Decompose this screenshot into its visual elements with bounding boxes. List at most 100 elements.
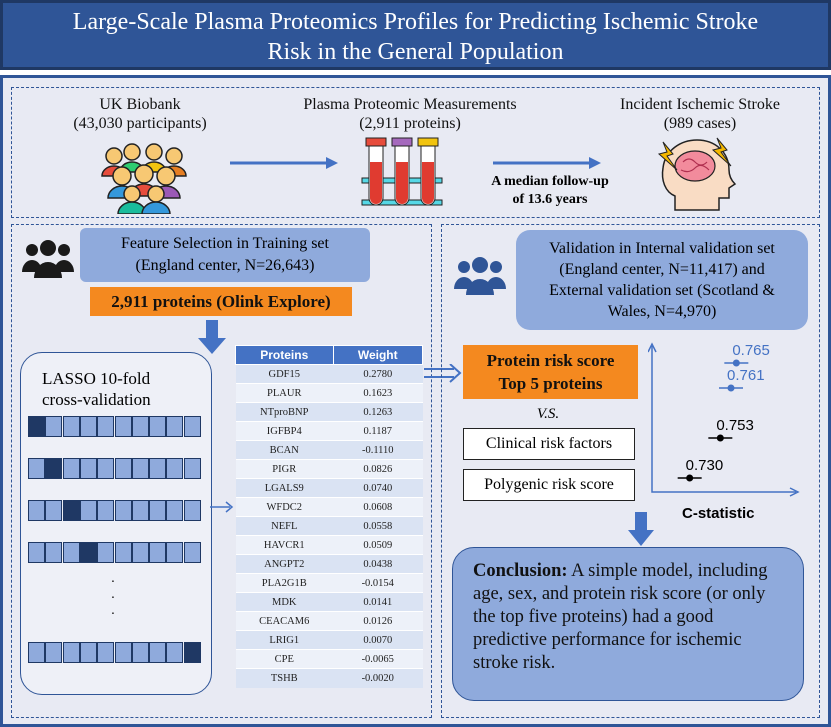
weight-cell: 0.1263 [333,402,423,422]
validation-line-1: Validation in Internal validation set [549,240,775,257]
c-statistic-value-label: 0.730 [686,457,724,474]
risk-score-title: Protein risk score [486,351,615,370]
weight-cell: 0.0826 [333,459,423,479]
protein-name-cell: LGALS9 [235,478,333,498]
training-fold-cell [131,642,149,663]
training-fold-cell [79,458,97,479]
weight-cell: 0.1623 [333,383,423,403]
validation-section [441,224,820,718]
protein-name-cell: LRIG1 [235,630,333,650]
down-arrow-left [198,320,226,354]
table-row: BCAN-0.1110 [235,440,423,460]
protein-name-cell: GDF15 [235,364,333,384]
training-fold-cell [183,458,201,479]
training-fold-cell [97,642,115,663]
training-fold-cell [149,500,167,521]
weight-cell: 0.0126 [333,611,423,631]
training-fold-cell [149,416,167,437]
x-axis-arrowhead [789,487,800,497]
training-fold-cell [166,642,184,663]
ellipsis-dot-2: · [110,591,116,606]
weight-cell: 0.0438 [333,554,423,574]
training-fold-cell [97,500,115,521]
conclusion-lead: Conclusion: [473,561,568,581]
feature-selection-title: Feature Selection in Training set [121,235,329,252]
training-fold-cell [114,416,132,437]
conclusion-box: Conclusion: A simple model, including ag… [452,547,804,701]
c-statistic-point [716,434,724,442]
training-fold-cell [131,542,149,563]
stroke-label: Incident Ischemic Stroke (989 cases) [595,95,805,133]
protein-name-cell: NTproBNP [235,402,333,422]
training-fold-cell [114,542,132,563]
training-fold-cell [166,500,184,521]
c-statistic-value-label: 0.753 [716,417,754,434]
table-row: CPE-0.0065 [235,649,423,669]
stroke-brain-icon [657,137,737,211]
validation-box: Validation in Internal validation set (E… [516,230,808,330]
protein-name-cell: ANGPT2 [235,554,333,574]
training-fold-cell [131,458,149,479]
weight-cell: 0.2780 [333,364,423,384]
training-fold-cell [149,542,167,563]
validation-fold-cell [62,500,80,521]
clinical-risk-box: Clinical risk factors [463,428,635,460]
training-fold-cell [114,458,132,479]
stroke-count: (989 cases) [663,115,737,132]
ellipsis-dot-3: · [110,607,116,622]
y-axis-arrowhead [648,342,657,353]
protein-name-cell: BCAN [235,440,333,460]
arrow-to-stroke [493,157,601,169]
weight-cell: -0.0154 [333,573,423,593]
c-statistic-label: C-statistic [682,505,755,522]
training-fold-cell [97,458,115,479]
training-fold-cell [166,458,184,479]
biobank-name: UK Biobank [99,96,181,113]
training-fold-cell [166,416,184,437]
training-fold-cell [62,458,80,479]
training-fold-cell [62,542,80,563]
lasso-label: LASSO 10-fold cross-validation [42,368,202,410]
training-fold-cell [149,458,167,479]
weight-cell: 0.0608 [333,497,423,517]
c-statistic-point [732,359,740,367]
column-header-weight: Weight [332,345,423,365]
down-arrow-right [628,512,654,546]
protein-name-cell: HAVCR1 [235,535,333,555]
validation-line-4: Wales, N=4,970) [607,303,717,320]
training-fold-cell [131,500,149,521]
chart-axis [651,346,796,493]
title-line-1: Large-Scale Plasma Proteomics Profiles f… [72,9,759,35]
protein-name-cell: IGFBP4 [235,421,333,441]
weight-cell: 0.1187 [333,421,423,441]
people-group-icon [101,143,187,214]
lasso-title: LASSO 10-fold [42,369,151,388]
feature-selection-subtitle: (England center, N=26,643) [135,257,315,274]
validation-fold-cell [45,458,63,479]
lasso-subtitle: cross-validation [42,390,151,409]
c-statistic-point [727,384,735,392]
protein-name-cell: WFDC2 [235,497,333,517]
protein-name-cell: MDK [235,592,333,612]
weight-cell: 0.0558 [333,516,423,536]
weight-cell: 0.0740 [333,478,423,498]
training-fold-cell [166,542,184,563]
lasso-panel [20,352,212,695]
ellipsis-dot-1: · [110,575,116,590]
training-fold-cell [79,416,97,437]
training-fold-cell [45,416,63,437]
training-fold-cell [131,416,149,437]
training-fold-cell [45,542,63,563]
training-fold-cell [28,500,45,521]
followup-note: A median follow-up of 13.6 years [465,173,635,209]
